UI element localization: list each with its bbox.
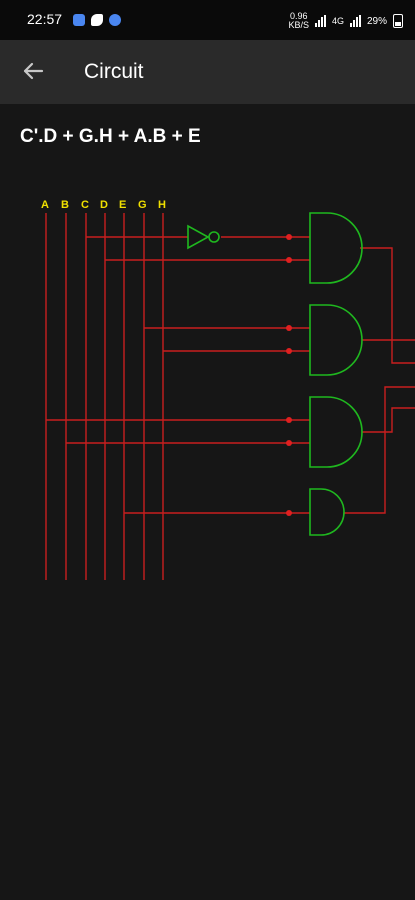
bluetooth-notification-icon — [109, 14, 121, 26]
and-gate-2 — [309, 304, 363, 376]
out-gate4 — [344, 386, 415, 514]
and-gate-1 — [309, 212, 363, 284]
node — [286, 348, 292, 354]
connection-nodes — [286, 234, 292, 516]
out-gate1 — [360, 247, 415, 364]
gates — [187, 212, 363, 536]
not-gate — [187, 224, 210, 250]
wires — [45, 213, 415, 580]
input-label-h: H — [158, 199, 166, 211]
input-label-b: B — [61, 199, 69, 211]
page-title: Circuit — [84, 60, 144, 83]
arrow-left-icon — [23, 62, 44, 80]
and-gate-3 — [309, 396, 363, 468]
signal-icon-2 — [349, 15, 361, 27]
status-right: 0.96 KB/S 4G 29% — [288, 12, 403, 30]
back-button[interactable] — [18, 56, 48, 86]
battery-icon — [393, 14, 403, 28]
status-bar: 22:57 0.96 KB/S 4G 29% — [0, 0, 415, 40]
out-gate3 — [362, 407, 415, 433]
input-label-a: A — [41, 199, 49, 211]
node — [286, 325, 292, 331]
input-label-c: C — [81, 199, 89, 211]
not-gate-bubble — [208, 231, 220, 243]
node — [286, 440, 292, 446]
input-label-g: G — [138, 199, 147, 211]
network-type: 4G — [331, 15, 344, 26]
node — [286, 257, 292, 263]
circuit-diagram: A B C D E G H — [41, 199, 415, 580]
input-label-e: E — [119, 199, 126, 211]
node — [286, 417, 292, 423]
node — [286, 234, 292, 240]
notification-icons — [73, 14, 121, 26]
and-gate-4 — [309, 488, 345, 536]
node — [286, 510, 292, 516]
signal-icon — [314, 15, 326, 27]
status-time: 22:57 — [27, 11, 63, 27]
app-notification-icon-2 — [91, 14, 103, 26]
input-labels: A B C D E G H — [41, 199, 166, 211]
network-speed: 0.96 KB/S — [288, 11, 309, 30]
boolean-expression: C'.D + G.H + A.B + E — [20, 126, 201, 147]
app-notification-icon — [73, 14, 85, 26]
navigation-hint — [0, 896, 415, 900]
app-bar: Circuit — [0, 40, 415, 104]
input-label-d: D — [100, 199, 108, 211]
battery-percent: 29% — [366, 15, 387, 27]
